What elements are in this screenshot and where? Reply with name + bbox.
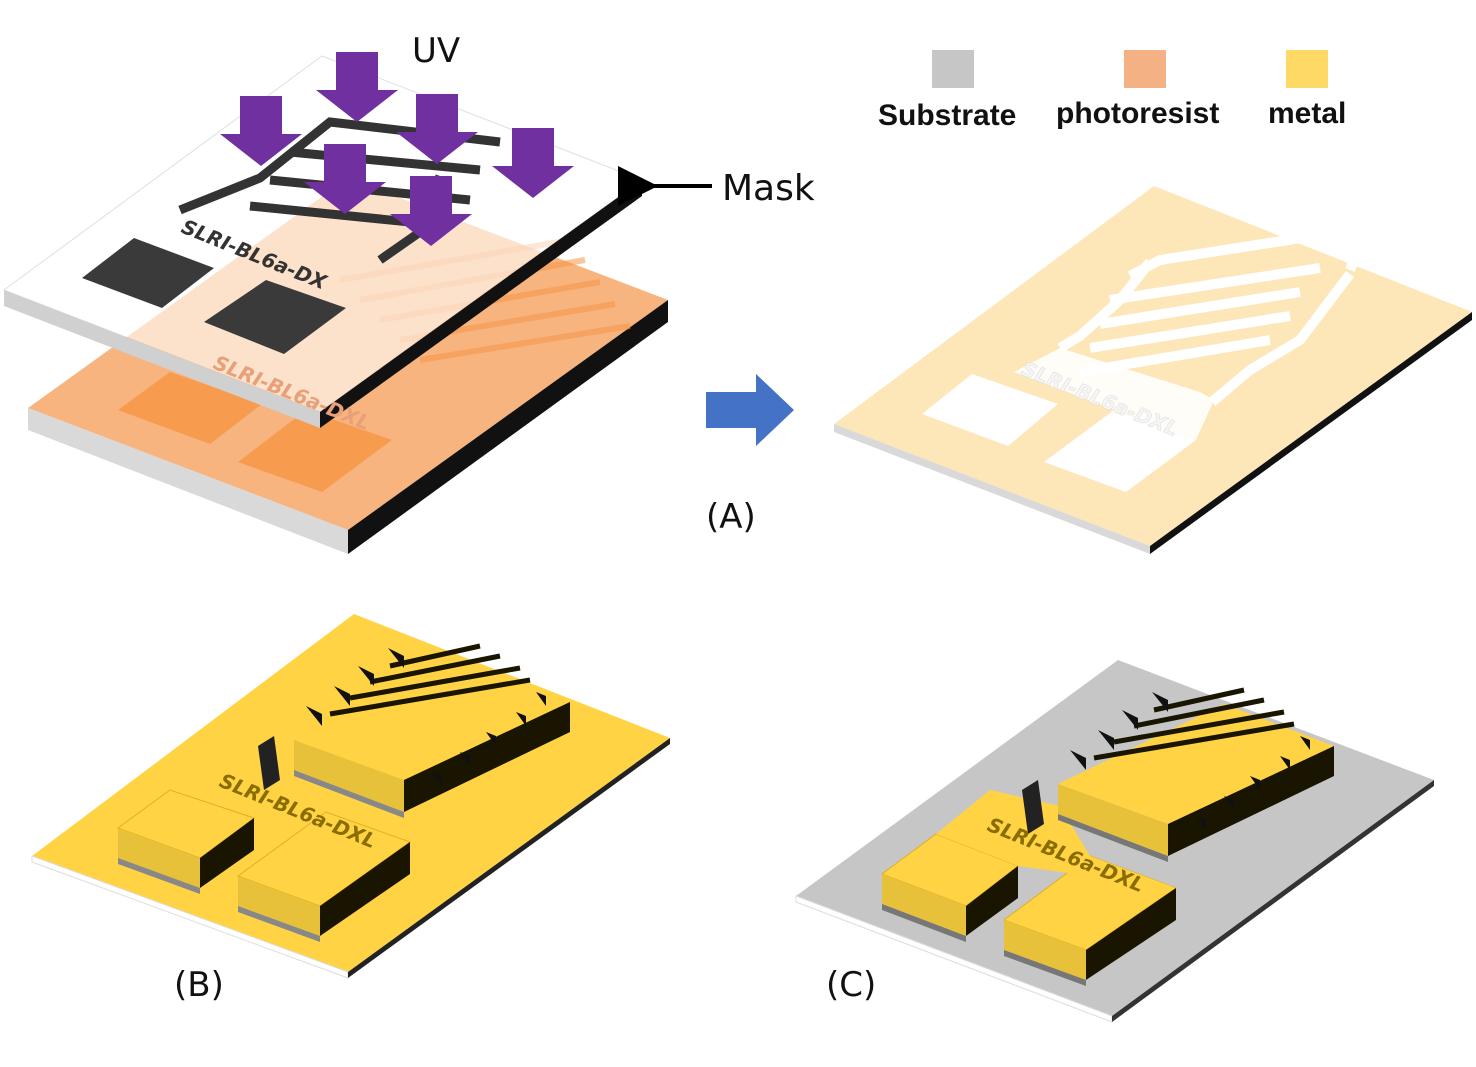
panel-a-exposure: SLRI-BL6a-DX SLRI-BL6a-DXL UV Mask	[2, 31, 815, 554]
legend-swatch-metal	[1286, 50, 1328, 88]
uv-arrow-icon	[492, 128, 574, 198]
uv-label: UV	[412, 31, 460, 71]
developed-resist-wafer: SLRI-BL6a-DXL	[834, 186, 1472, 554]
metal-pad-right	[236, 811, 412, 942]
panel-b-label: (B)	[174, 965, 224, 1005]
mask-pad-left	[82, 238, 214, 308]
uv-arrow-icon	[316, 52, 398, 122]
uv-arrow-icon	[304, 144, 386, 214]
lift-off-pad-left	[880, 833, 1020, 942]
mask-label: Mask	[722, 168, 815, 209]
legend-swatch-substrate	[932, 50, 974, 88]
legend-swatch-photoresist	[1124, 50, 1166, 88]
mask-plate: SLRI-BL6a-DX SLRI-BL6a-DXL	[2, 55, 644, 435]
metal-pad-left	[116, 789, 256, 894]
legend-label-metal: metal	[1268, 97, 1346, 130]
process-arrow-icon	[706, 374, 794, 446]
legend-label-substrate: Substrate	[878, 99, 1016, 132]
uv-arrow-icon	[220, 96, 302, 166]
panel-a-label: (A)	[706, 497, 756, 537]
metal-fingers	[258, 643, 570, 818]
panel-b-metal-deposition: SLRI-BL6a-DXL	[31, 614, 670, 979]
panel-c-label: (C)	[826, 965, 876, 1005]
uv-arrow-icon	[396, 94, 478, 164]
panel-c-lift-off: SLRI-BL6a-DXL	[795, 660, 1434, 1023]
lift-off-fingers	[1022, 687, 1334, 862]
legend: Substrate photoresist metal	[878, 50, 1346, 132]
uv-arrows	[220, 52, 574, 246]
mask-pad-right	[204, 280, 346, 354]
uv-arrow-icon	[390, 176, 472, 246]
legend-label-photoresist: photoresist	[1056, 97, 1219, 130]
